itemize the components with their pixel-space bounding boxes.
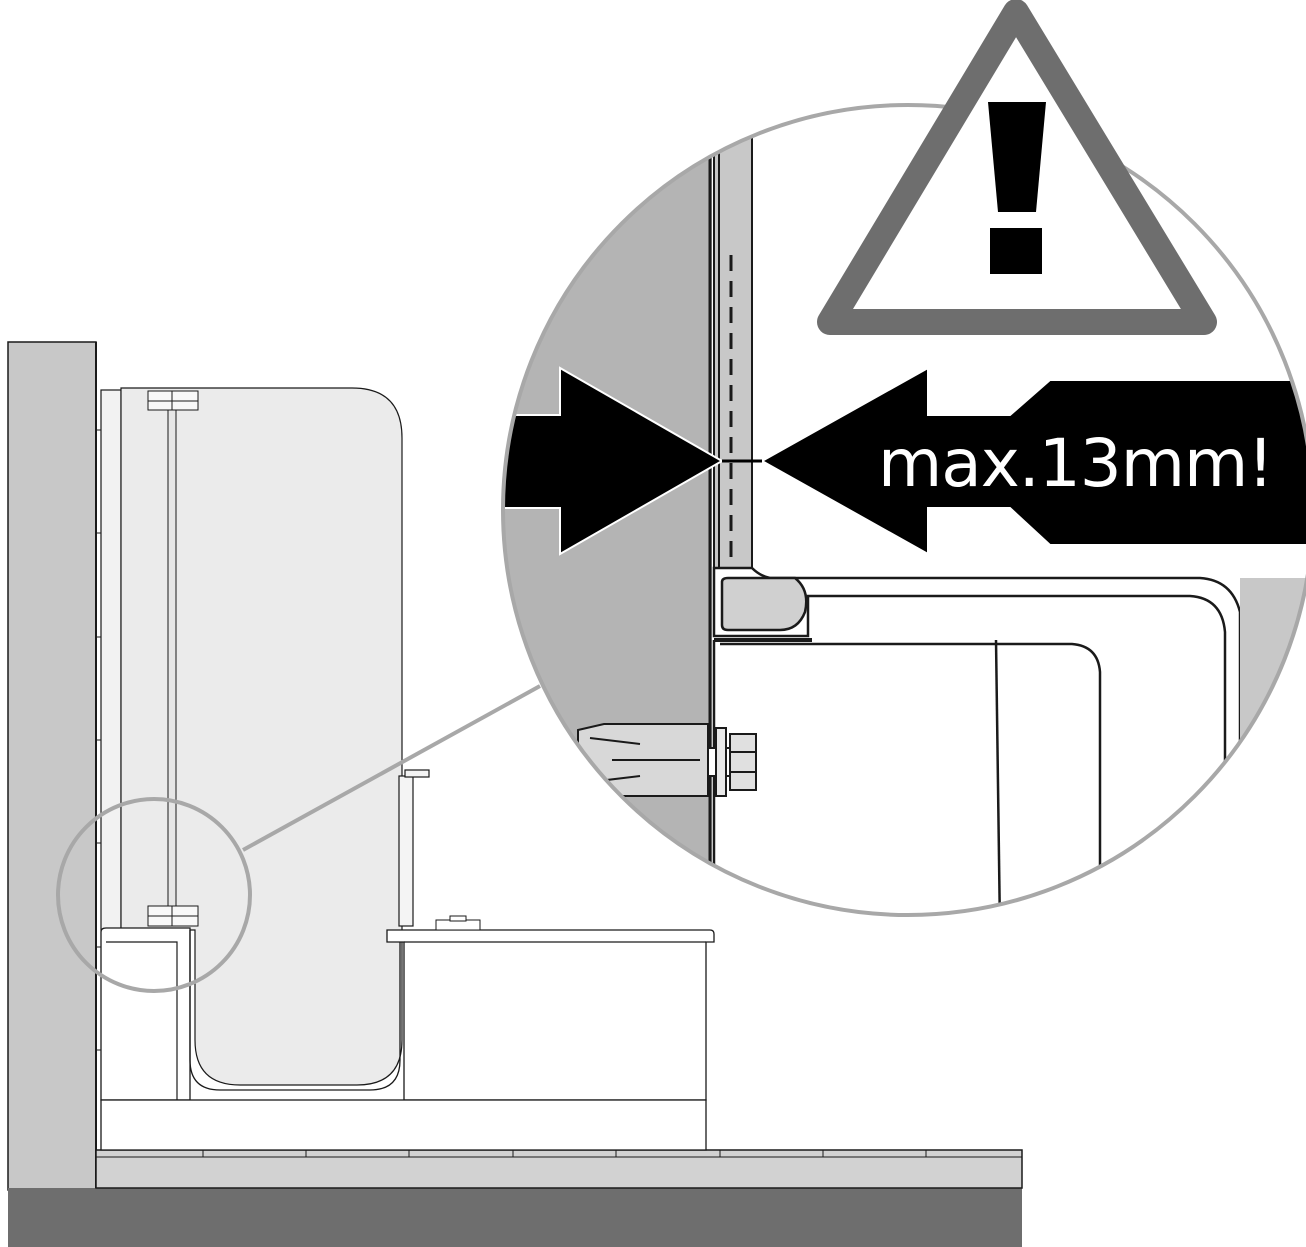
bathtub-apron xyxy=(100,1099,707,1151)
arrow-right-pointing-icon xyxy=(503,366,725,556)
detail-marker-circle xyxy=(56,797,252,993)
detail-anchor-bolt xyxy=(577,723,757,797)
exclamation-mark xyxy=(988,102,1046,212)
upper-hinge xyxy=(147,390,199,411)
lower-hinge xyxy=(147,905,199,927)
arrow-left-pointing-icon xyxy=(759,366,1306,556)
warning-triangle-icon xyxy=(817,0,1217,335)
tub-fitting xyxy=(435,915,481,931)
detail-connector-line xyxy=(242,684,541,852)
floor-tile-layer xyxy=(95,1149,1023,1189)
detail-wall-profile xyxy=(713,105,753,581)
magnifier-outline xyxy=(501,103,1306,917)
wall xyxy=(7,341,97,1191)
fixed-glass-strip xyxy=(100,389,122,931)
hinge-rod xyxy=(167,403,177,911)
splash-post xyxy=(398,769,430,927)
main-scene xyxy=(7,341,1023,1247)
bathtub-basin xyxy=(189,930,401,1091)
bathtub-right-body xyxy=(386,929,715,1101)
floor-base xyxy=(8,1188,1022,1247)
max-gap-label: max.13mm! xyxy=(878,425,1273,502)
